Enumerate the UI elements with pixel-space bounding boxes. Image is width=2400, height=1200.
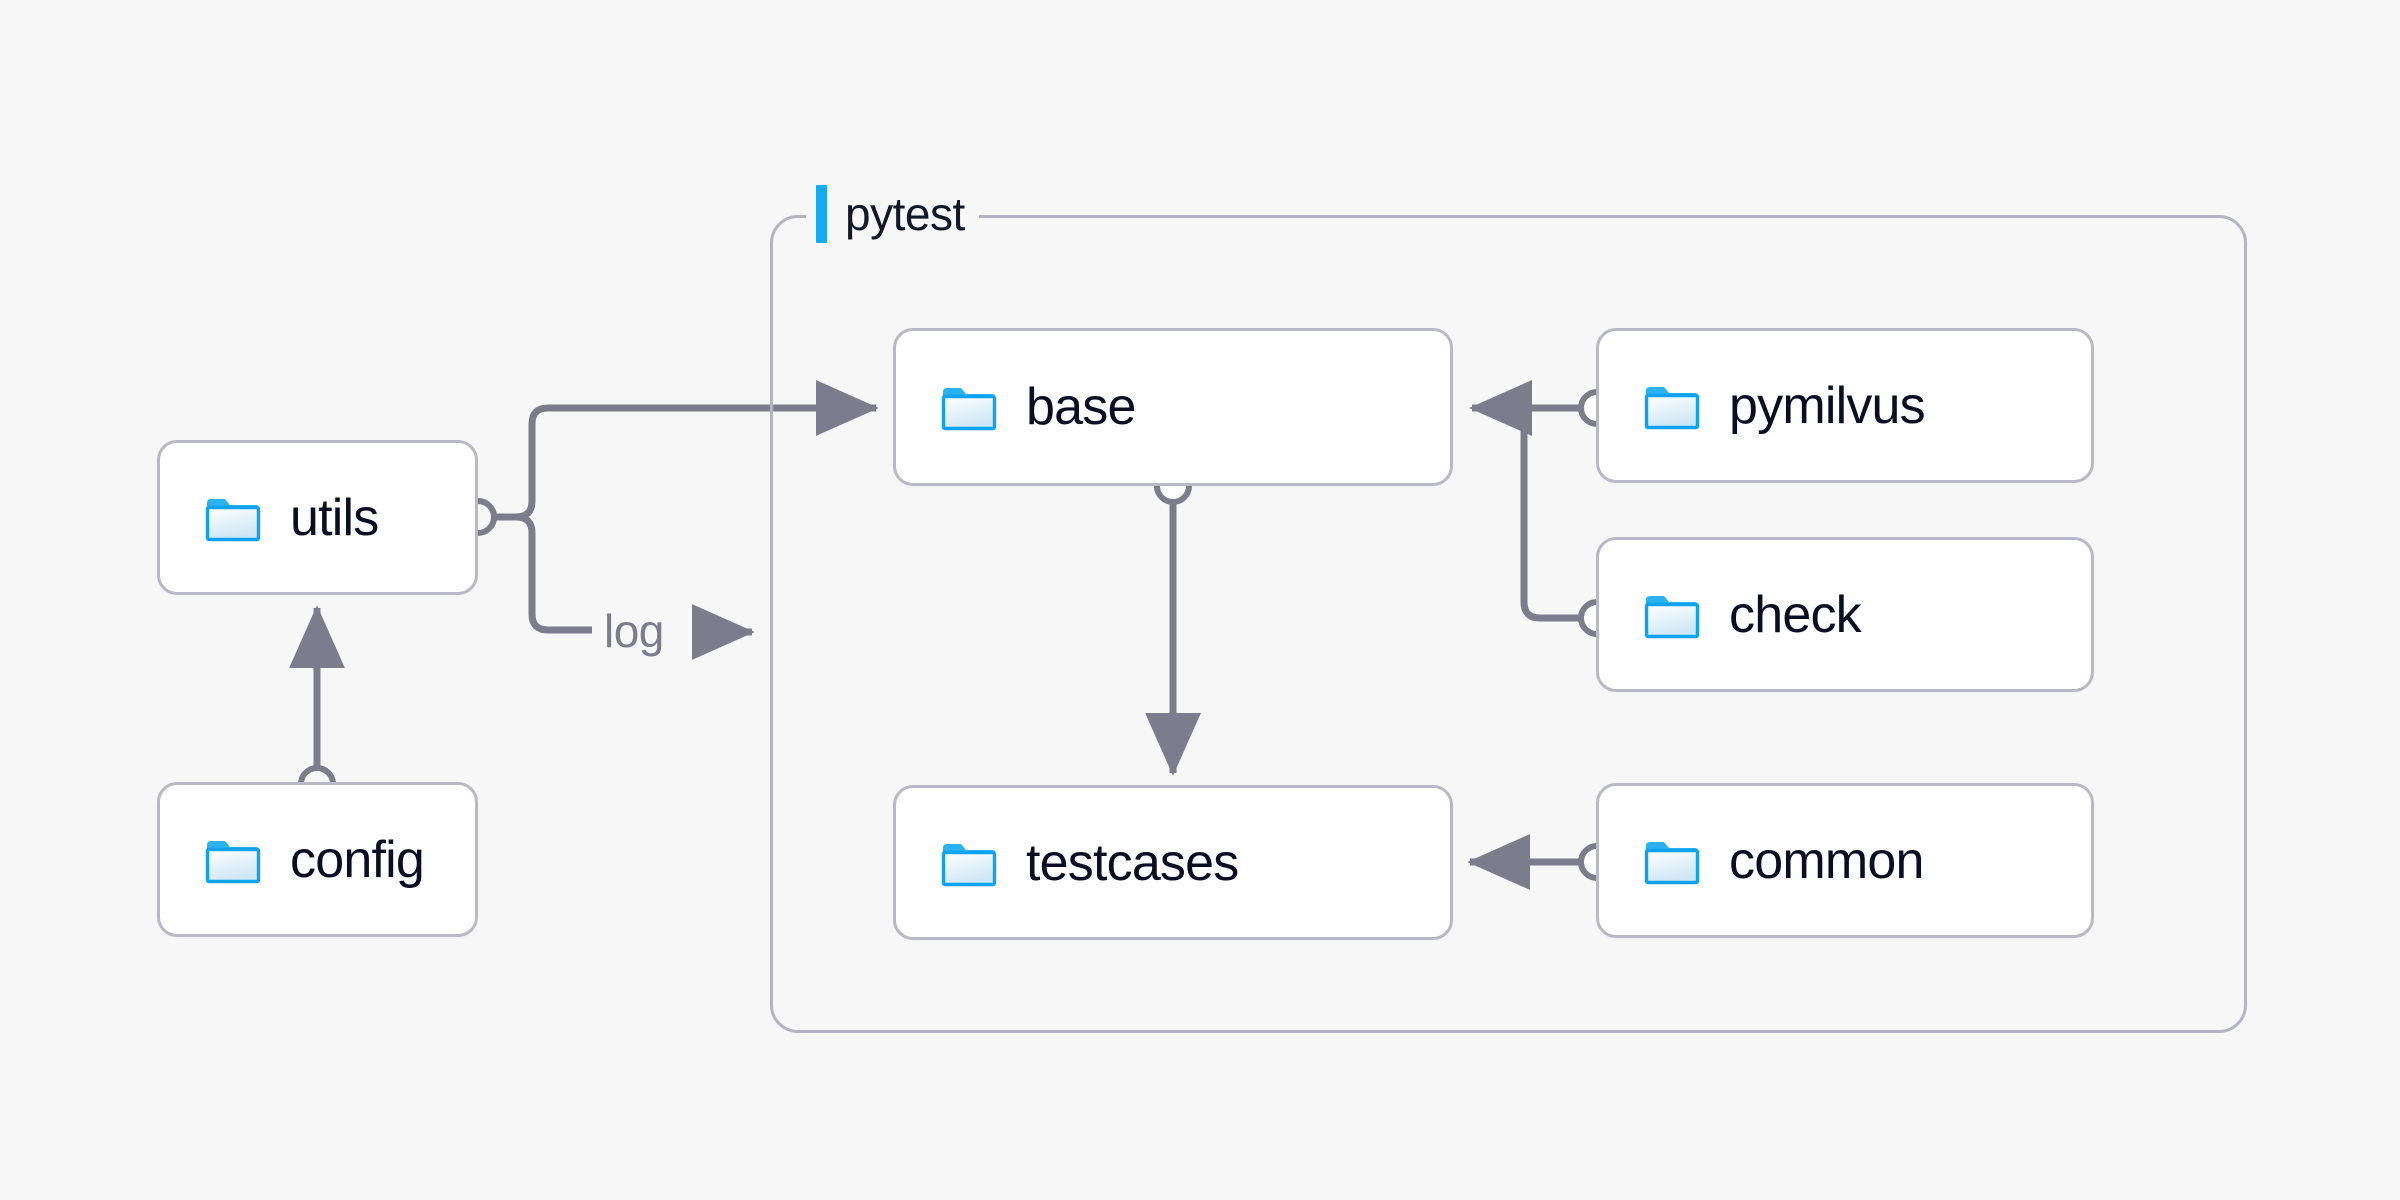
node-label: config	[290, 830, 425, 889]
node-label: base	[1026, 378, 1136, 436]
node-label: pymilvus	[1729, 376, 1926, 435]
folder-icon	[940, 382, 998, 432]
node-label: testcases	[1026, 833, 1239, 892]
node-label: common	[1729, 831, 1924, 890]
node-label: utils	[290, 488, 379, 547]
pytest-group-label: pytest	[806, 182, 979, 246]
folder-icon	[1643, 836, 1701, 886]
node-base[interactable]: base	[893, 328, 1453, 486]
node-check[interactable]: check	[1596, 537, 2094, 692]
group-label-text: pytest	[845, 188, 965, 240]
folder-icon	[940, 838, 998, 888]
folder-icon	[204, 835, 262, 885]
folder-icon	[204, 493, 262, 543]
folder-icon	[1643, 381, 1701, 431]
group-accent-bar-icon	[816, 185, 827, 243]
edge-label-log: log	[604, 605, 664, 657]
pytest-group-box[interactable]	[770, 215, 2247, 1033]
folder-icon	[1643, 590, 1701, 640]
node-testcases[interactable]: testcases	[893, 785, 1453, 940]
node-common[interactable]: common	[1596, 783, 2094, 938]
edge-config-to-utils	[289, 605, 345, 803]
node-config[interactable]: config	[157, 782, 478, 937]
node-pymilvus[interactable]: pymilvus	[1596, 328, 2094, 483]
node-label: check	[1729, 585, 1862, 644]
node-utils[interactable]: utils	[157, 440, 478, 595]
